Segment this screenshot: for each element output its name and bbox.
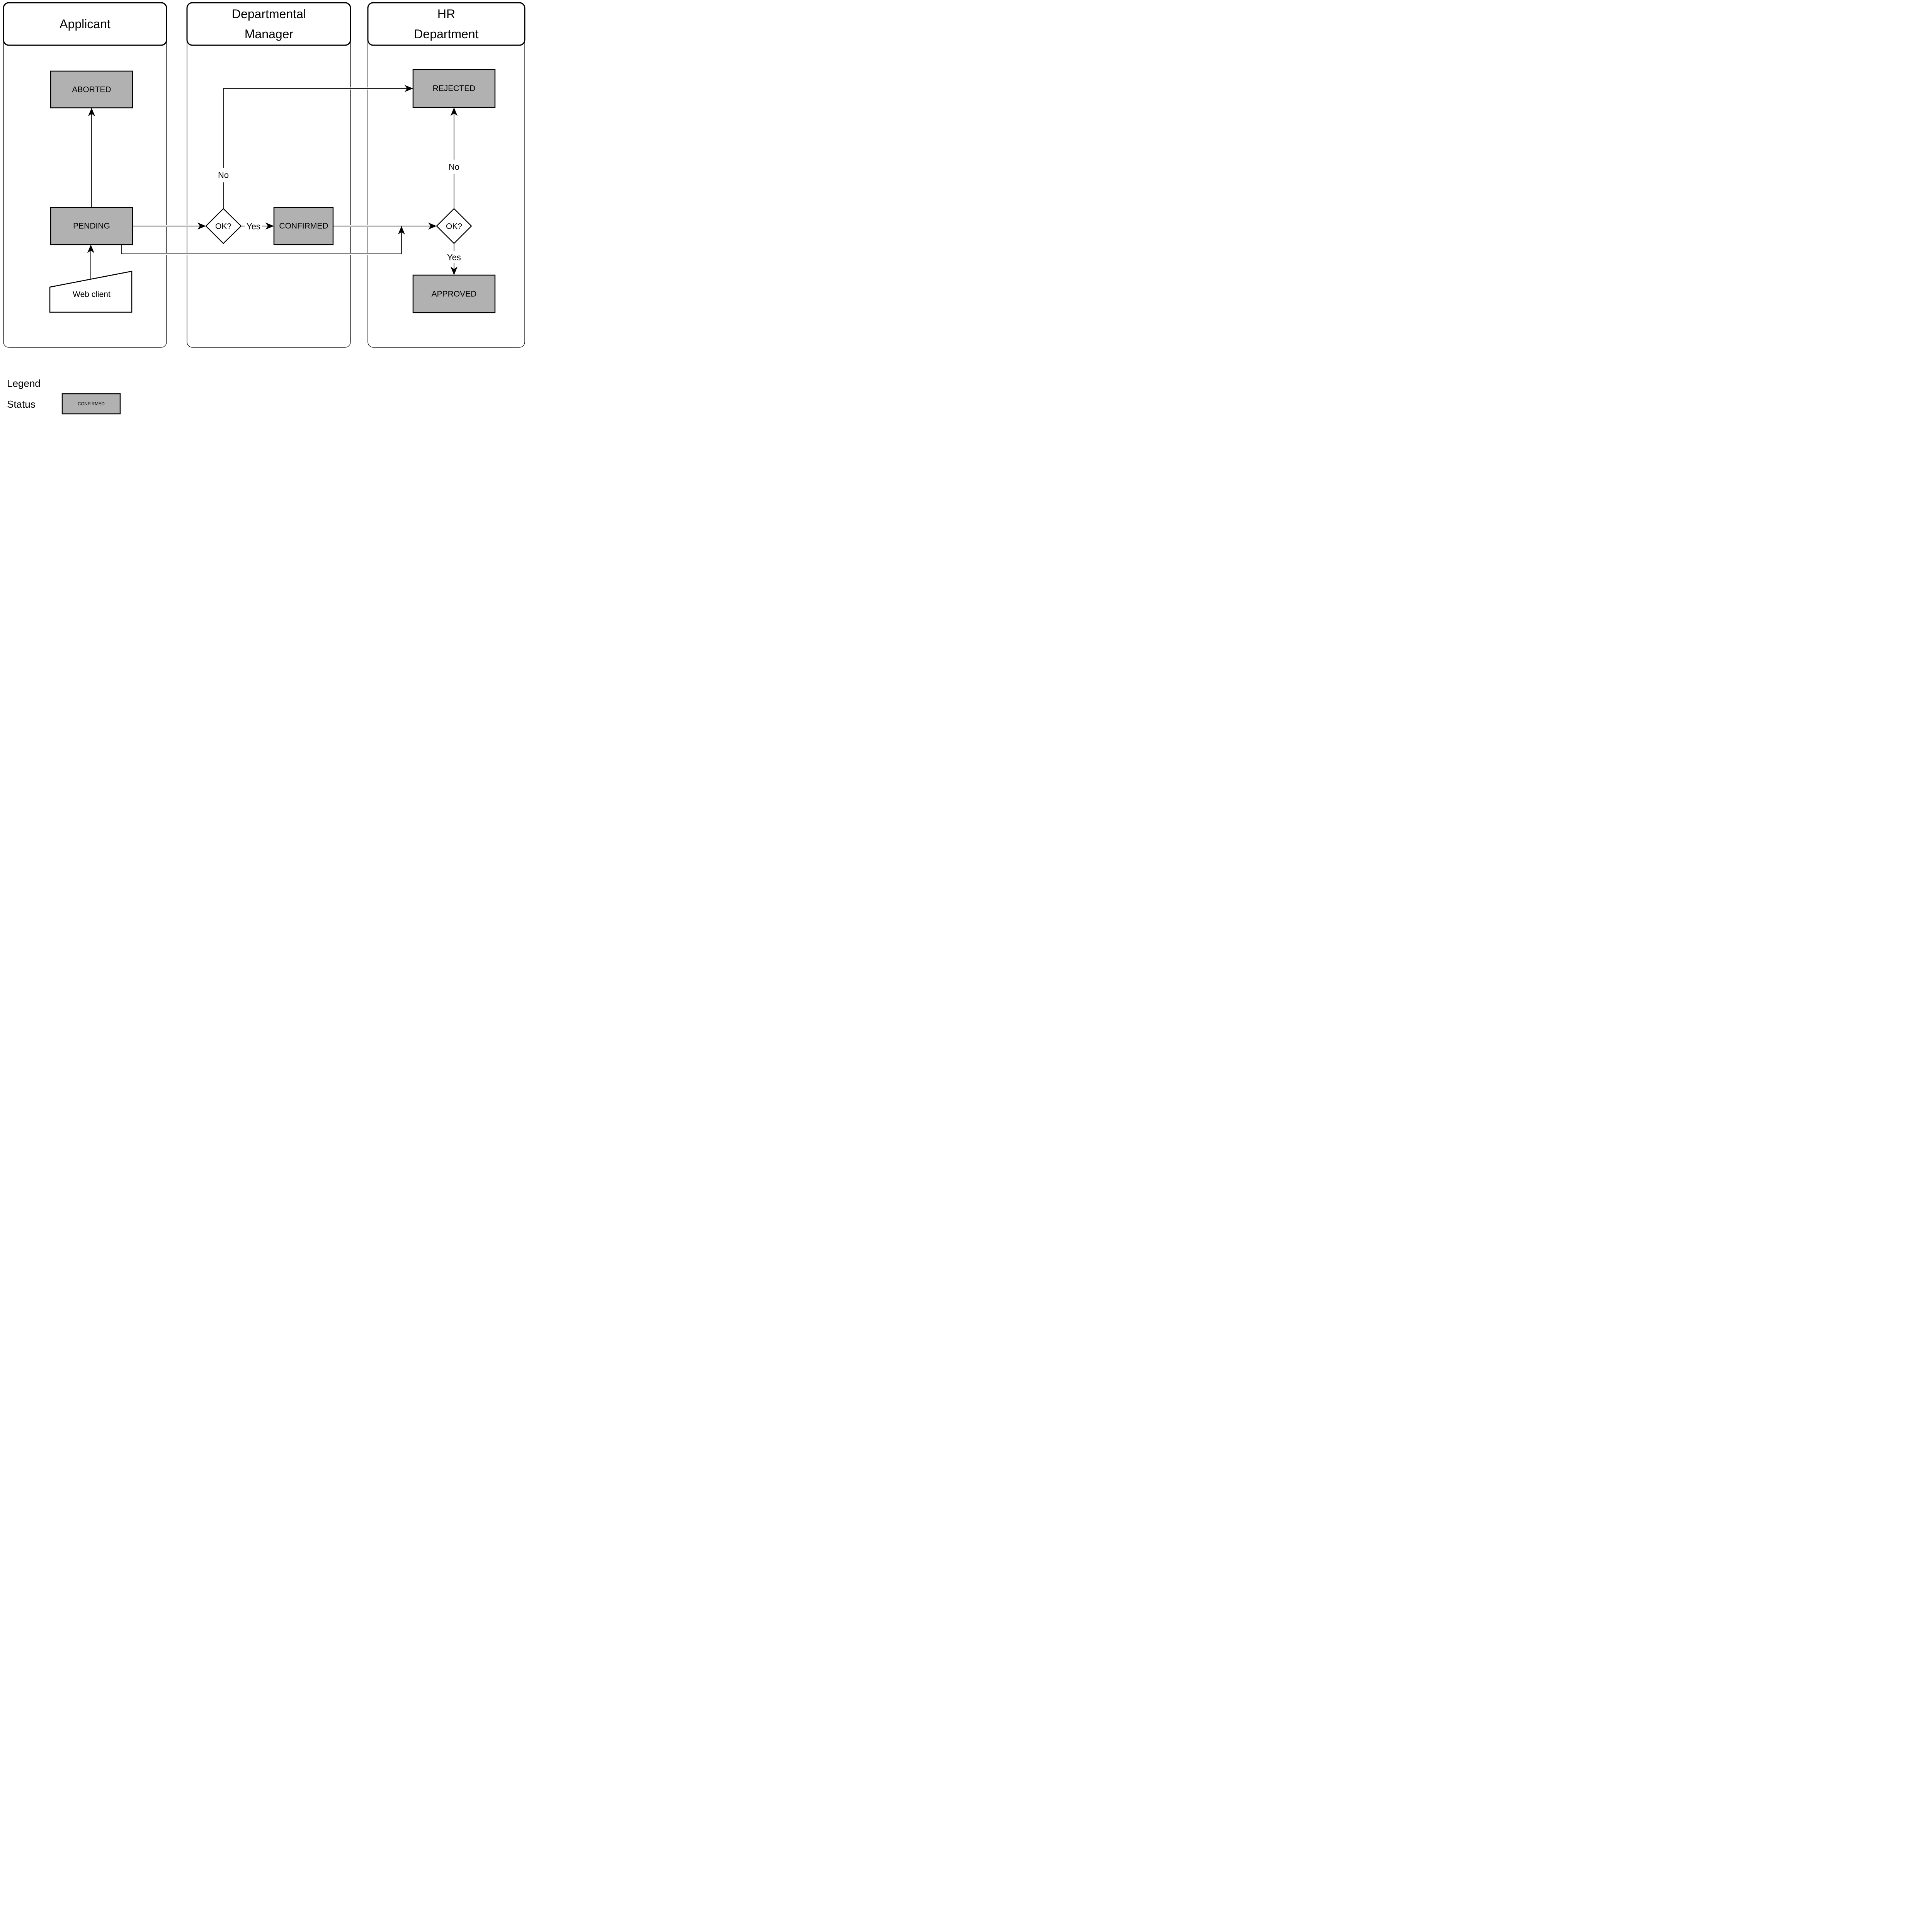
node-approved: APPROVED bbox=[412, 274, 496, 313]
node-approved-label: APPROVED bbox=[432, 290, 477, 299]
nodes: ABORTED PENDING Web client OK? CONFIRMED… bbox=[49, 69, 496, 313]
legend-status-label: Status bbox=[7, 398, 36, 410]
edge-labels: No Yes No Yes bbox=[216, 160, 463, 263]
node-aborted-label: ABORTED bbox=[72, 85, 111, 94]
node-web-client-label: Web client bbox=[73, 290, 111, 299]
node-web-client-shape bbox=[49, 270, 133, 313]
node-pending-label: PENDING bbox=[73, 222, 110, 231]
node-hr-decision-label: OK? bbox=[446, 222, 462, 231]
node-pending-box bbox=[50, 207, 133, 245]
label-halo bbox=[446, 160, 462, 174]
edge-pending-feedback-to-hr-line bbox=[121, 226, 405, 254]
node-manager-decision-diamond bbox=[205, 208, 242, 244]
node-manager-decision: OK? bbox=[205, 208, 242, 244]
lane-applicant-header bbox=[3, 2, 167, 46]
label-halo bbox=[446, 251, 463, 263]
lane-departmental-manager-header bbox=[186, 2, 351, 46]
lane-departmental-manager-body bbox=[187, 2, 351, 348]
node-confirmed-label: CONFIRMED bbox=[279, 222, 328, 231]
lane-departmental-manager: Departmental Manager bbox=[186, 2, 351, 348]
legend-status-value: CONFIRMED bbox=[78, 402, 105, 406]
node-manager-decision-label: OK? bbox=[215, 222, 231, 231]
node-rejected-box bbox=[412, 69, 496, 108]
node-rejected: REJECTED bbox=[412, 69, 496, 108]
node-confirmed-box bbox=[273, 207, 334, 245]
node-aborted-box bbox=[50, 70, 133, 109]
lane-hr-department-title-line2: Department bbox=[414, 27, 478, 41]
node-hr-decision-diamond bbox=[436, 208, 472, 244]
lane-departmental-manager-title-line1: Departmental bbox=[232, 7, 306, 21]
node-confirmed: CONFIRMED bbox=[273, 207, 334, 245]
label-hr-no: No bbox=[449, 162, 459, 172]
node-aborted: ABORTED bbox=[50, 70, 133, 109]
legend-title: Legend bbox=[7, 378, 41, 389]
lane-applicant-title: Applicant bbox=[60, 17, 111, 31]
node-web-client: Web client bbox=[49, 270, 133, 313]
lane-hr-department-title-line1: HR bbox=[437, 7, 455, 21]
lane-departmental-manager-title-line2: Manager bbox=[245, 27, 294, 41]
node-hr-decision: OK? bbox=[436, 208, 472, 244]
label-manager-no: No bbox=[218, 170, 229, 180]
lane-hr-department-header bbox=[367, 2, 526, 46]
legend-status-swatch bbox=[61, 393, 121, 415]
label-hr-yes: Yes bbox=[447, 253, 461, 262]
legend: Legend Status CONFIRMED bbox=[7, 378, 121, 415]
node-pending: PENDING bbox=[50, 207, 133, 245]
node-approved-box bbox=[412, 274, 496, 313]
node-rejected-label: REJECTED bbox=[433, 84, 476, 93]
label-manager-yes: Yes bbox=[247, 222, 260, 231]
label-halo bbox=[216, 168, 231, 182]
label-halo bbox=[245, 220, 262, 232]
flowchart-canvas: Applicant Departmental Manager HR Depart… bbox=[0, 0, 527, 415]
workflow-diagram: Applicant Departmental Manager HR Depart… bbox=[3, 2, 526, 415]
